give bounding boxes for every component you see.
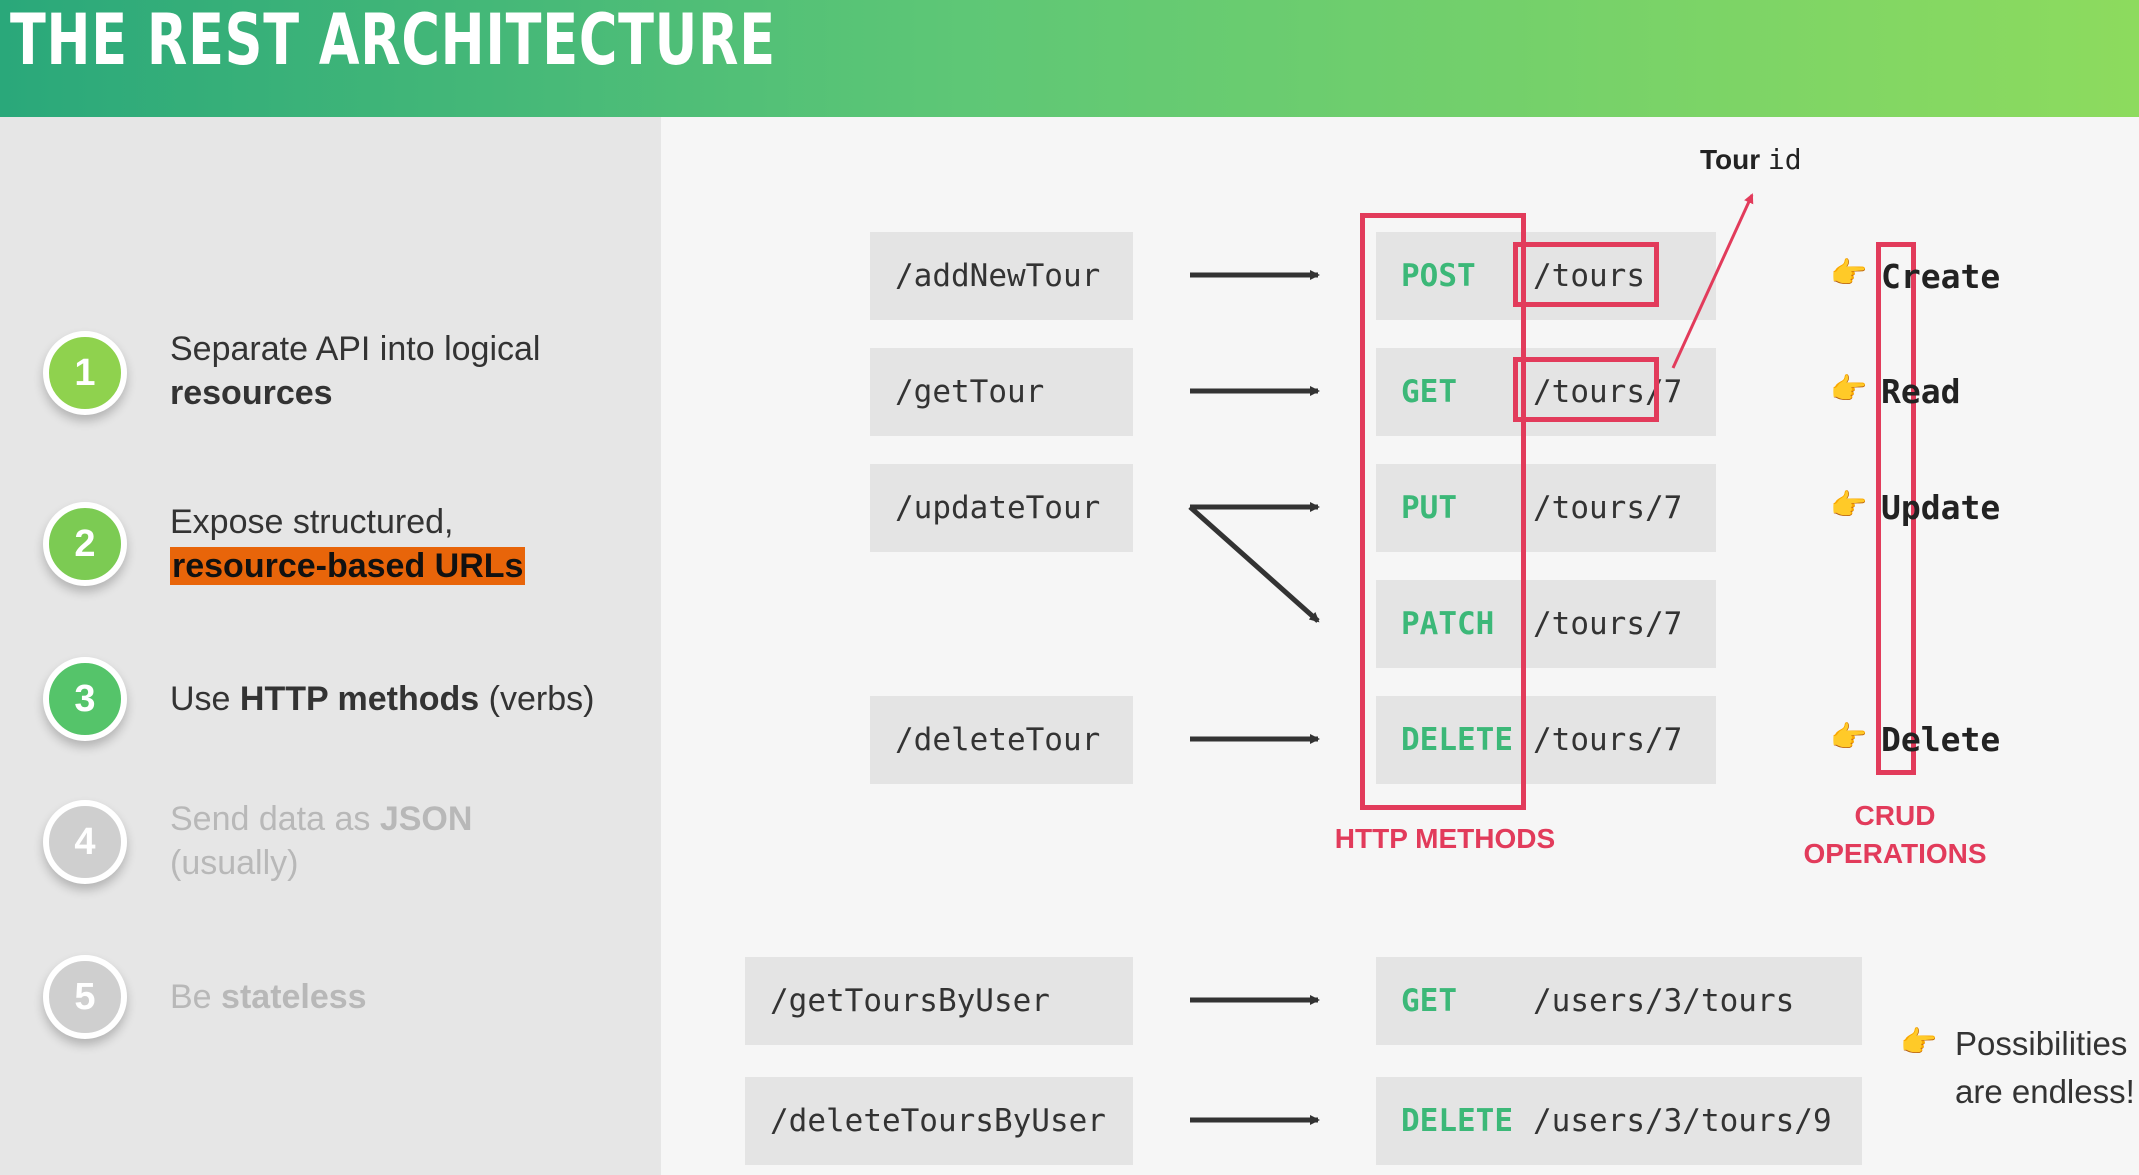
arrow-line [1188,505,1320,623]
pointing-hand-icon: 👉 [1830,489,1868,522]
request-box: GET /users/3/tours [1376,957,1862,1045]
endpoint-box: /deleteToursByUser [745,1077,1133,1165]
http-methods-frame [1360,213,1526,810]
endpoint-box: /getToursByUser [745,957,1133,1045]
step-text-line: Expose structured, [170,503,454,541]
request-box: PUT /tours/7 [1376,464,1716,552]
step-text: Expose structured, resource-based URLs [170,500,526,588]
url-path: /users/3/tours [1533,983,1795,1019]
possibilities-note: Possibilities are endless! [1955,1020,2135,1116]
step-number-circle: 3 [43,657,127,741]
tours-path-frame [1513,357,1659,422]
header-bar: THE REST ARCHITECTURE [0,0,2139,117]
step-text: Use HTTP methods (verbs) [170,677,594,721]
step-number-circle: 5 [43,955,127,1039]
step-text-bold: resources [170,374,333,412]
request-box: DELETE /users/3/tours/9 [1376,1077,1862,1165]
tour-id-label: Tour id [1700,143,1802,176]
pointing-hand-icon: 👉 [1900,1026,1938,1059]
pointing-hand-icon: 👉 [1830,257,1868,290]
sidebar: 1 Separate API into logical resources 2 … [0,117,661,1175]
url-path: /tours/7 [1533,722,1683,758]
endpoint-box: /updateTour [870,464,1133,552]
step-text-pre: Use [170,680,240,718]
http-method: GET [1401,374,1457,410]
step-text-bold: stateless [221,978,367,1016]
possibilities-line: Possibilities [1955,1025,2128,1062]
endpoint-box: /getTour [870,348,1133,436]
step-text-pre: Be [170,978,222,1016]
step-number-circle: 1 [43,331,127,415]
step-text-highlight: resource-based URLs [170,547,526,585]
tour-id-word: Tour [1700,144,1761,175]
http-method: PATCH [1401,606,1495,642]
url-path: /tours [1533,258,1645,294]
step-text-bold: HTTP methods [239,680,480,718]
pointing-hand-icon: 👉 [1830,373,1868,406]
tours-path-frame [1513,242,1659,307]
url-path: /tours/7 [1533,606,1683,642]
crud-operation: Create [1881,257,2001,296]
request-box: PATCH /tours/7 [1376,580,1716,668]
pointing-hand-icon: 👉 [1830,721,1868,754]
step-text: Separate API into logical resources [170,327,540,415]
tour-id-mono: id [1767,143,1802,176]
step-text: Be stateless [170,975,367,1019]
step-number-circle: 4 [43,800,127,884]
url-path: /users/3/tours/9 [1533,1103,1832,1139]
http-method: PUT [1401,490,1457,526]
http-method: DELETE [1401,1103,1513,1139]
http-methods-label: HTTP METHODS [1334,823,1556,854]
possibilities-line: are endless! [1955,1073,2135,1110]
endpoint-box: /addNewTour [870,232,1133,320]
page-title: THE REST ARCHITECTURE [10,0,776,81]
crud-label-line: OPERATIONS [1803,838,1987,869]
step-text-post: (verbs) [479,680,595,718]
request-box: DELETE /tours/7 [1376,696,1716,784]
step-text-line: (usually) [170,844,299,882]
http-method: POST [1401,258,1476,294]
crud-operation: Read [1881,372,1961,411]
crud-operation: Update [1881,488,2001,527]
step-text-bold: JSON [379,800,473,838]
step-text: Send data as JSON (usually) [170,797,472,885]
endpoint-box: /deleteTour [870,696,1133,784]
step-text-pre: Send data as [170,800,380,838]
http-method: DELETE [1401,722,1513,758]
crud-label-line: CRUD [1854,800,1936,831]
http-method: GET [1401,983,1457,1019]
url-path: /tours/7 [1533,490,1683,526]
crud-frame [1876,242,1916,775]
step-number-circle: 2 [43,502,127,586]
step-text-line: Separate API into logical [170,330,541,368]
crud-operations-label: CRUD OPERATIONS [1760,797,2030,873]
crud-operation: Delete [1881,720,2001,759]
